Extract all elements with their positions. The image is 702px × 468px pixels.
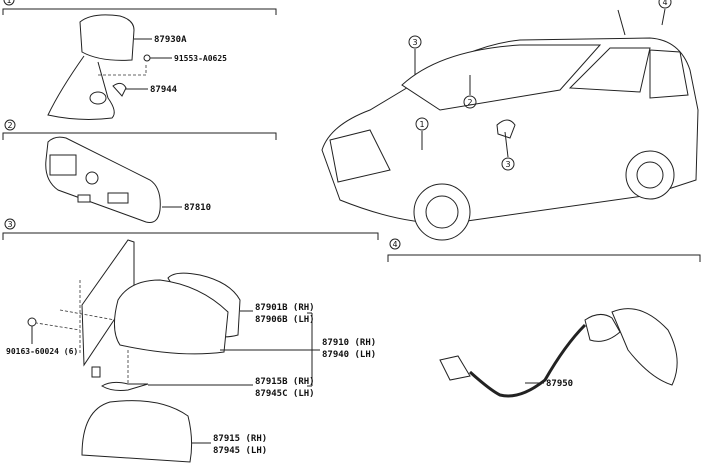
part-label-87944[interactable]: 87944 [150, 85, 178, 95]
outside-mirror-assembly-drawing [47, 14, 151, 120]
part-label-87901B-RH[interactable]: 87901B (RH) [255, 303, 315, 313]
callout-3-top[interactable]: 3 [412, 38, 417, 47]
part-label-87915-RH[interactable]: 87915 (RH) [213, 434, 267, 444]
part-label-87915B-RH[interactable]: 87915B (RH) [255, 377, 315, 387]
section-2-number: 2 [7, 121, 12, 130]
part-label-87810[interactable]: 87810 [184, 203, 211, 213]
section-2: 2 87810 [2, 119, 277, 223]
vehicle-drawing [321, 9, 699, 241]
section-3-number: 3 [7, 220, 12, 229]
section-1-number: 1 [6, 0, 11, 5]
callout-2[interactable]: 2 [467, 98, 472, 107]
screw-icon [27, 317, 37, 327]
section-3: 3 90163-60024 (6) 87901B (RH) 87906B (LH… [2, 218, 379, 463]
callout-4[interactable]: 4 [662, 0, 667, 7]
bolt-icon [143, 54, 151, 62]
part-label-87945-LH[interactable]: 87945 (LH) [213, 446, 267, 456]
antenna-mirror-cable-drawing [439, 308, 678, 398]
part-label-87930A[interactable]: 87930A [154, 35, 187, 45]
callout-3-side[interactable]: 3 [505, 160, 510, 169]
inner-mirror-drawing [45, 136, 161, 223]
part-label-90163-60024[interactable]: 90163-60024 (6) [6, 347, 78, 356]
part-label-87940-LH[interactable]: 87940 (LH) [322, 350, 376, 360]
door-mirror-drawing [27, 239, 241, 463]
part-label-87945C-LH[interactable]: 87945C (LH) [255, 389, 315, 399]
part-label-87910-RH[interactable]: 87910 (RH) [322, 338, 376, 348]
section-1: 1 87930A 91553-A0625 87944 [2, 0, 277, 120]
part-label-91553-A0625[interactable]: 91553-A0625 [174, 54, 227, 63]
section-4-number: 4 [392, 240, 397, 249]
part-label-87906B-LH[interactable]: 87906B (LH) [255, 315, 315, 325]
callout-1[interactable]: 1 [419, 120, 424, 129]
section-4: 4 87950 [387, 238, 701, 398]
part-label-87950[interactable]: 87950 [546, 379, 573, 389]
car-callouts: 3 2 1 3 4 [408, 0, 672, 171]
